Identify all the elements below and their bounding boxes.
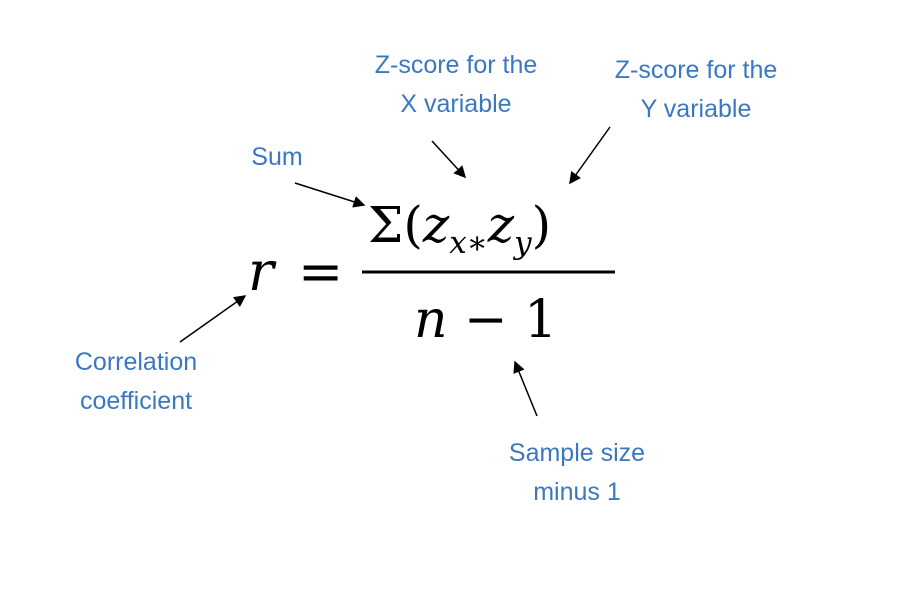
sum-arrow bbox=[294, 182, 366, 208]
z-y: z bbox=[487, 196, 515, 254]
subscript-x: x∗ bbox=[449, 224, 488, 261]
z-x: z bbox=[422, 196, 450, 254]
label-line: Correlation bbox=[74, 348, 198, 376]
formula-numerator: Σ(zx∗zy) bbox=[368, 196, 551, 261]
r-arrow bbox=[179, 295, 247, 343]
label-sum: Sum bbox=[237, 138, 317, 177]
label-line: Y variable bbox=[640, 95, 752, 123]
label-line: Sum bbox=[251, 143, 303, 171]
label-z-score-y: Z-score for the Y variable bbox=[596, 51, 796, 129]
label-line: coefficient bbox=[79, 387, 193, 415]
label-sample-size: Sample size minus 1 bbox=[477, 434, 677, 512]
label-z-score-x: Z-score for the X variable bbox=[356, 46, 556, 124]
formula-r: r bbox=[248, 240, 274, 303]
minus-one: − 1 bbox=[447, 290, 558, 350]
n-arrow bbox=[513, 360, 538, 417]
close-paren: ) bbox=[531, 196, 552, 254]
sigma-symbol: Σ( bbox=[368, 196, 423, 254]
label-line: Z-score for the bbox=[614, 56, 778, 84]
formula-equals: = bbox=[298, 240, 344, 303]
zx-arrow bbox=[431, 140, 467, 179]
label-line: Z-score for the bbox=[374, 51, 538, 79]
label-correlation-coefficient: Correlation coefficient bbox=[36, 343, 236, 421]
n-variable: n bbox=[414, 290, 448, 350]
formula-denominator: n − 1 bbox=[414, 290, 557, 350]
label-line: minus 1 bbox=[533, 478, 621, 506]
subscript-y: y bbox=[514, 224, 532, 261]
label-line: Sample size bbox=[508, 439, 646, 467]
label-line: X variable bbox=[400, 90, 512, 118]
zy-arrow bbox=[569, 126, 611, 185]
